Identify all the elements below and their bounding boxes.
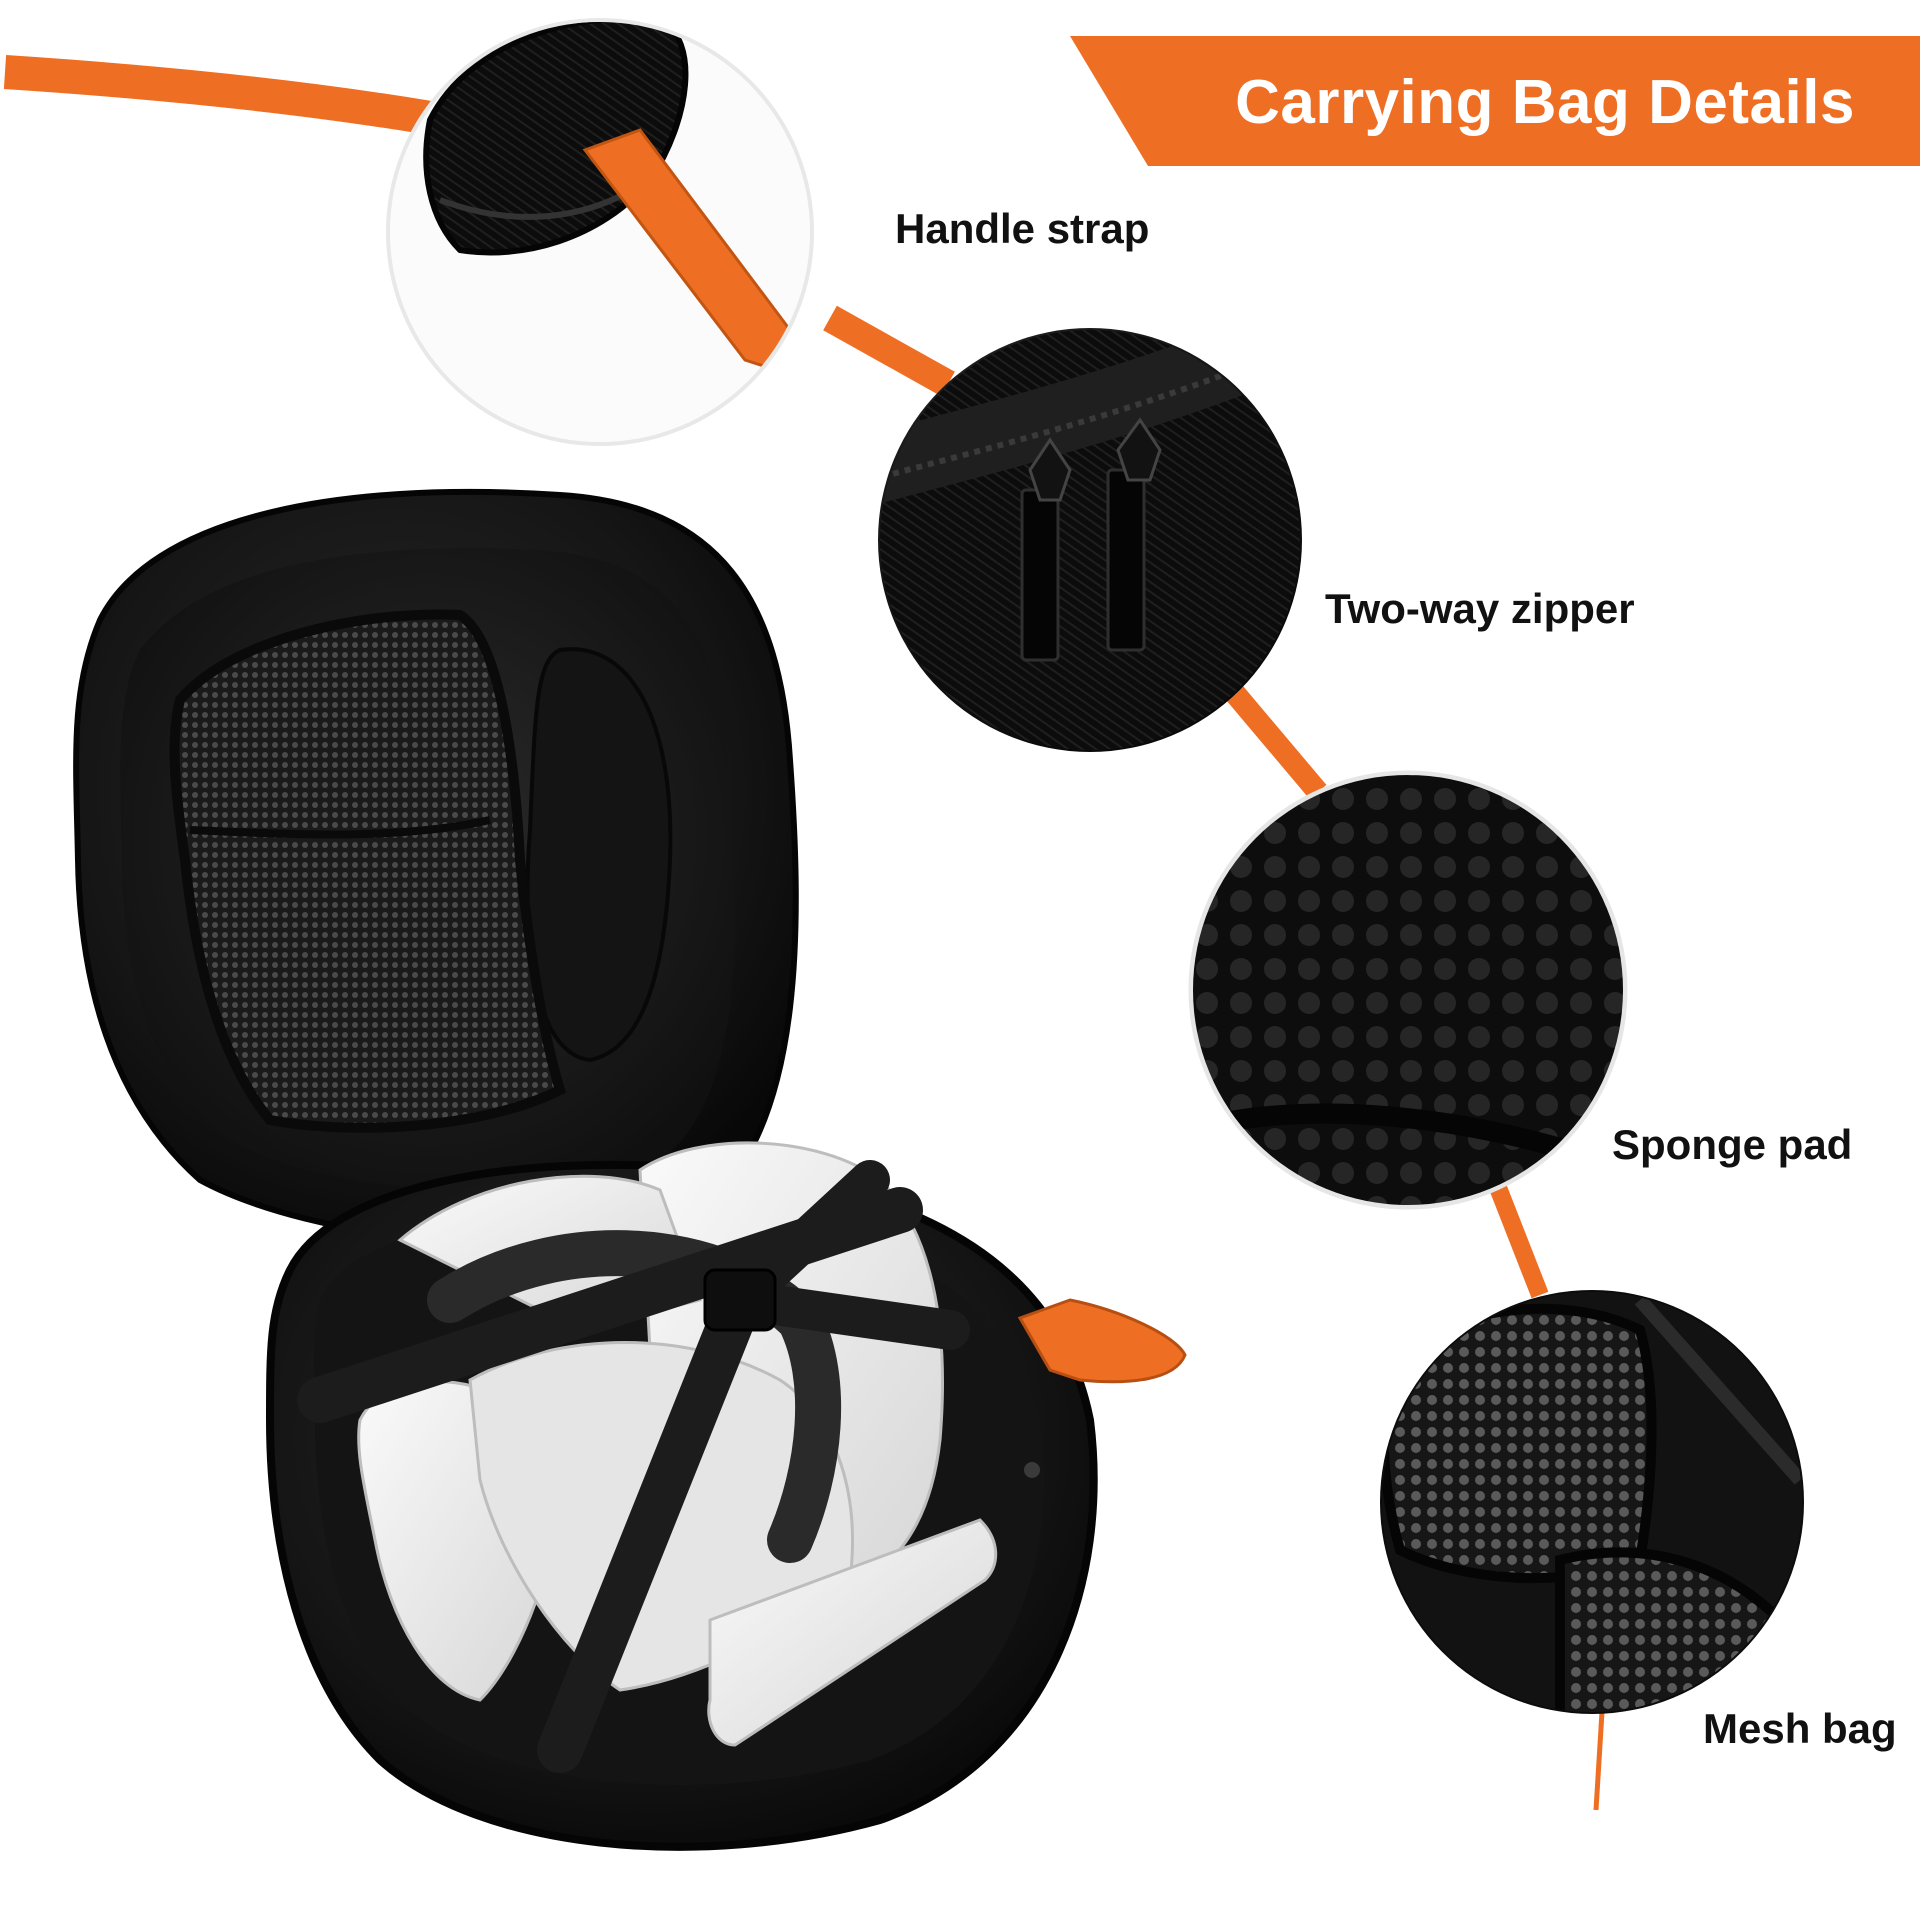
carrying-case bbox=[73, 488, 1187, 1851]
callout-mesh-bag: Mesh bag bbox=[1703, 1705, 1897, 1752]
callout-sponge-pad: Sponge pad bbox=[1612, 1121, 1853, 1168]
banner-title: Carrying Bag Details bbox=[1235, 67, 1855, 137]
connector-line bbox=[3, 55, 1605, 1811]
case-handle bbox=[1017, 1298, 1187, 1384]
detail-sponge-pad bbox=[1188, 770, 1628, 1210]
lid-mesh-pocket bbox=[169, 609, 566, 1133]
detail-handle-strap bbox=[386, 18, 814, 446]
lid-cutout bbox=[525, 647, 673, 1063]
callout-handle-strap: Handle strap bbox=[895, 205, 1150, 252]
callout-two-way-zipper: Two-way zipper bbox=[1325, 585, 1635, 632]
zipper-pulls bbox=[1020, 417, 1162, 662]
detail-two-way-zipper bbox=[878, 328, 1302, 752]
elastic-straps bbox=[297, 1160, 970, 1773]
banner-shape bbox=[1070, 36, 1920, 166]
detail-mesh-bag bbox=[1380, 1290, 1804, 1714]
